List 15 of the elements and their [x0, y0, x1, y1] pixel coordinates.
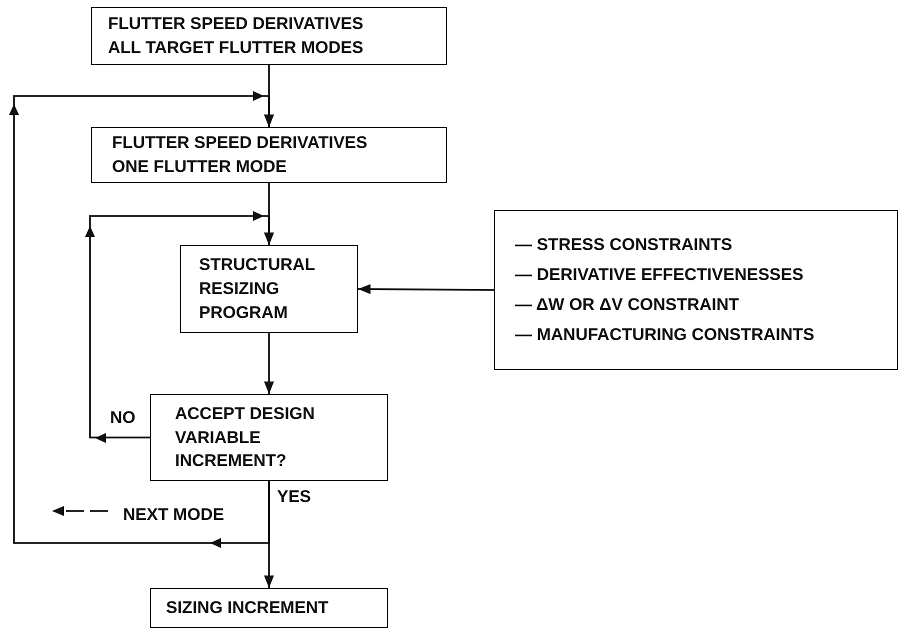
box-text: STRUCTURAL RESIZING PROGRAM: [199, 254, 316, 324]
input-list-box: [494, 210, 898, 370]
box-text: ACCEPT DESIGN VARIABLE INCREMENT?: [175, 402, 316, 472]
box-text: SIZING INCREMENT: [166, 597, 330, 620]
list-item: — MANUFACTURING CONSTRAINTS: [515, 324, 816, 346]
process-box: [91, 7, 447, 65]
box-text: FLUTTER SPEED DERIVATIVES ONE FLUTTER MODE: [112, 132, 368, 178]
decision-box: [150, 394, 388, 481]
process-box: [91, 127, 447, 183]
process-box: [150, 588, 388, 628]
process-box: [180, 245, 358, 333]
box-text: FLUTTER SPEED DERIVATIVES ALL TARGET FLUTTER MODES: [108, 13, 364, 59]
list-item: — DERIVATIVE EFFECTIVENESSES: [515, 264, 804, 286]
list-item: — STRESS CONSTRAINTS: [515, 234, 734, 256]
list-item: — ΔW OR ΔV CONSTRAINT: [515, 294, 740, 316]
